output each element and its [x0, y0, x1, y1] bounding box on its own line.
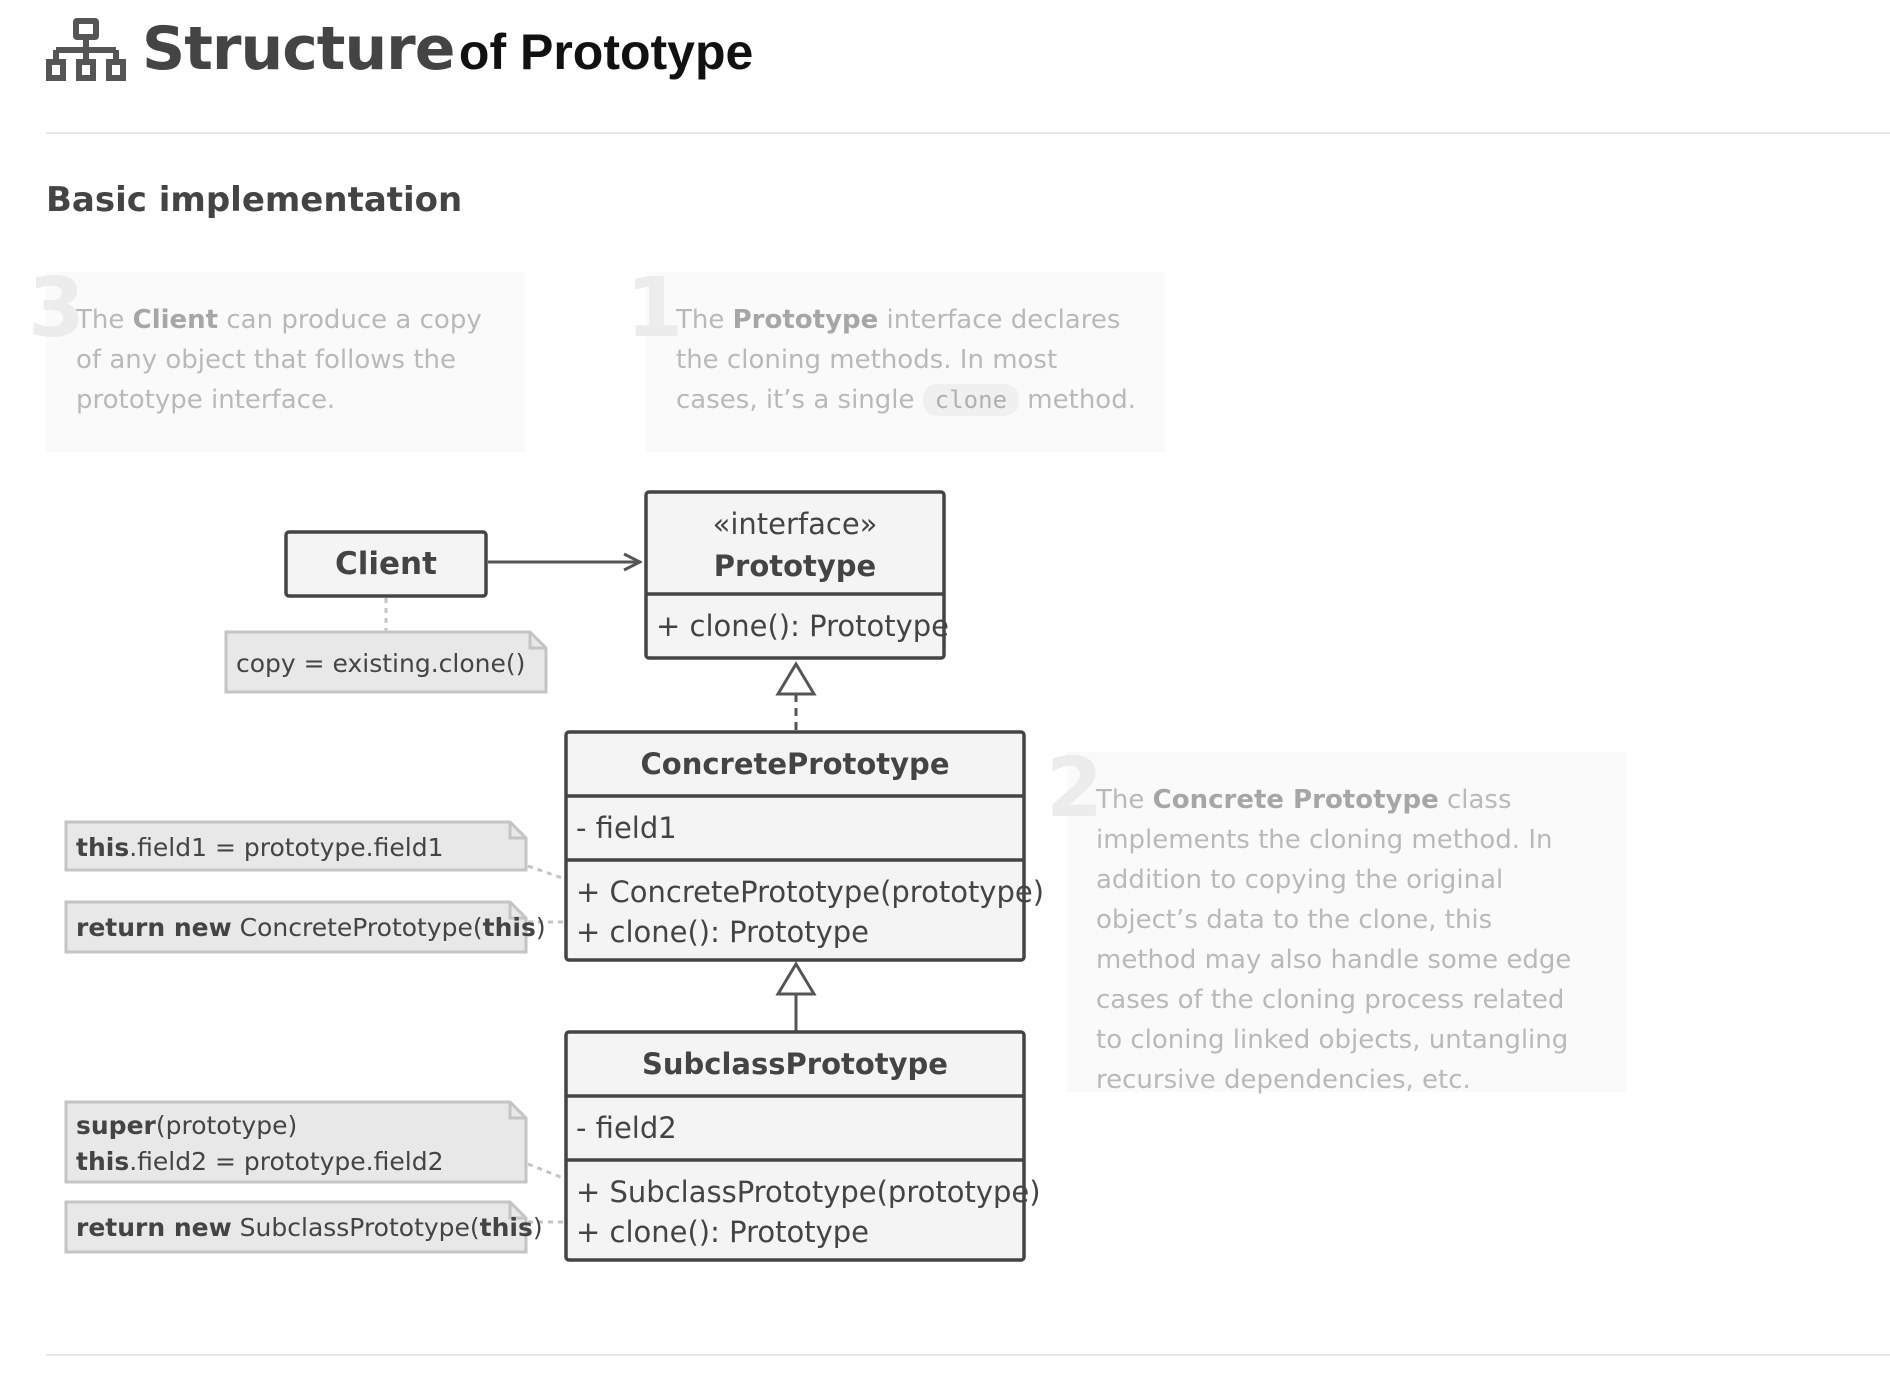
note-code: ): [536, 913, 546, 942]
note-keyword: this: [483, 913, 536, 942]
subclass-clone-note: return new SubclassPrototype(this): [64, 1200, 543, 1254]
note-keyword: return new: [76, 913, 232, 942]
page-title-main: Structure: [142, 14, 455, 84]
annotation-prototype-text: The: [676, 305, 725, 335]
annotation-client-text-rest: can produce a copy of any object that fo…: [76, 305, 482, 415]
annotation-prototype-code: clone: [922, 384, 1020, 416]
section-subtitle: Basic implementation: [46, 180, 463, 220]
subclass-method-clone: + clone(): Prototype: [576, 1215, 869, 1249]
subclass-field: - field2: [576, 1111, 677, 1145]
annotation-prototype-bold: Prototype: [732, 305, 879, 335]
page-title-rest: of Prototype: [458, 24, 754, 80]
annotation-concrete-bold: Concrete Prototype: [1152, 785, 1439, 815]
concrete-class-name: ConcretePrototype: [640, 747, 949, 781]
prototype-class-name: Prototype: [714, 549, 876, 583]
concrete-ctor-note-connector: [527, 864, 569, 882]
annotation-client-text: The: [76, 305, 125, 335]
subclass-ctor-note-line1: super(prototype): [76, 1111, 297, 1140]
concrete-method-clone: + clone(): Prototype: [576, 915, 869, 949]
concrete-clone-note: return new ConcretePrototype(this): [64, 900, 546, 954]
note-code: .field1 = prototype.field1: [129, 833, 443, 862]
client-class-name: Client: [335, 546, 437, 582]
annotation-client: The Client can produce a copy of any obj…: [46, 272, 526, 452]
annotation-number-3: 3: [28, 261, 86, 356]
concrete-ctor-note-text: this.field1 = prototype.field1: [76, 833, 443, 862]
concrete-field: - field1: [576, 811, 677, 845]
annotation-number-1: 1: [626, 261, 684, 356]
realization-arrowhead: [775, 661, 817, 696]
note-keyword: this: [76, 1147, 129, 1176]
subclass-clone-note-text: return new SubclassPrototype(this): [76, 1213, 543, 1242]
annotation-concrete-text: The: [1096, 785, 1145, 815]
annotation-number-2: 2: [1046, 741, 1104, 836]
sitemap-icon: [46, 18, 126, 81]
prototype-stereotype: «interface»: [713, 507, 878, 541]
annotation-concrete: The Concrete Prototype class implements …: [1066, 752, 1626, 1095]
concrete-ctor-note: this.field1 = prototype.field1: [64, 820, 528, 872]
annotation-prototype: The Prototype interface declares the clo…: [646, 272, 1166, 452]
subclass-ctor-note: super(prototype) this.field2 = prototype…: [64, 1100, 528, 1184]
note-code: .field2 = prototype.field2: [129, 1147, 443, 1176]
annotation-concrete-text-rest: class implements the cloning method. In …: [1096, 785, 1572, 1095]
prototype-interface: «interface» Prototype + clone(): Prototy…: [644, 490, 949, 660]
note-keyword: this: [76, 833, 129, 862]
annotation-prototype-text-mid: interface declares the cloning methods. …: [676, 305, 1121, 415]
client-class: Client: [284, 530, 488, 598]
footer-divider: [46, 1354, 1890, 1356]
note-keyword: super: [76, 1111, 157, 1140]
page-title: Structure of Prototype: [142, 14, 753, 84]
prototype-method: + clone(): Prototype: [656, 609, 949, 643]
annotation-prototype-text-end: method.: [1027, 385, 1136, 415]
note-code: (prototype): [156, 1111, 297, 1140]
header-divider: [46, 132, 1890, 134]
client-note: copy = existing.clone(): [224, 630, 548, 694]
concrete-prototype-class: ConcretePrototype - field1 + ConcretePro…: [564, 730, 1044, 962]
annotation-client-bold: Client: [132, 305, 219, 335]
note-code: ConcretePrototype(: [232, 913, 483, 942]
concrete-clone-note-text: return new ConcretePrototype(this): [76, 913, 546, 942]
client-note-text: copy = existing.clone(): [236, 649, 525, 678]
concrete-method-ctor: + ConcretePrototype(prototype): [576, 875, 1044, 909]
note-keyword: return new: [76, 1213, 232, 1242]
note-code: ): [533, 1213, 543, 1242]
note-keyword: this: [480, 1213, 533, 1242]
subclass-ctor-note-connector: [527, 1162, 569, 1182]
subclass-prototype-class: SubclassPrototype - field2 + SubclassPro…: [564, 1030, 1041, 1262]
subclass-method-ctor: + SubclassPrototype(prototype): [576, 1175, 1041, 1209]
inheritance-arrowhead: [775, 961, 817, 996]
subclass-ctor-note-line2: this.field2 = prototype.field2: [76, 1147, 443, 1176]
subclass-class-name: SubclassPrototype: [642, 1047, 948, 1081]
note-code: SubclassPrototype(: [232, 1213, 480, 1242]
